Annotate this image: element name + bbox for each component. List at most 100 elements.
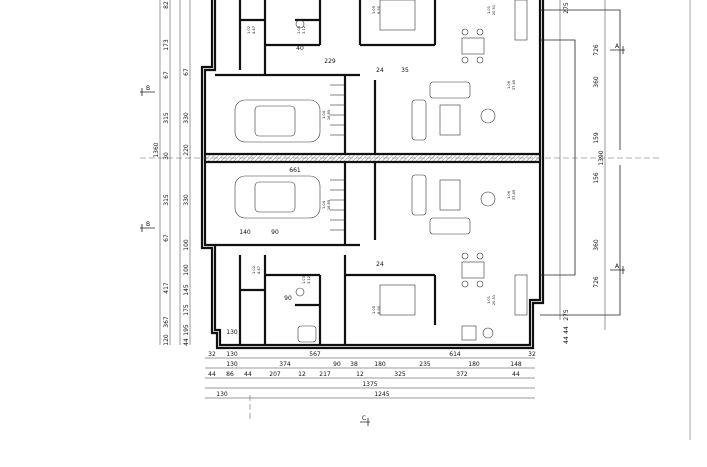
room-label: 1.05 xyxy=(372,6,376,14)
dim-right-inner: 44 xyxy=(563,326,570,334)
dim-right-inner: 44 xyxy=(563,336,570,344)
dim-right-chain: 726 xyxy=(593,276,600,288)
dim-bottom-c: 217 xyxy=(319,371,331,378)
dim-right-chain: 360 xyxy=(593,76,600,88)
dim-bottom-a: 32 xyxy=(528,351,536,358)
dim-left-inner: 100 xyxy=(183,264,190,276)
dim-interior: 24 xyxy=(376,67,384,74)
dim-left-chain: 67 xyxy=(163,71,170,79)
room-area: 4.47 xyxy=(257,266,261,274)
dim-interior: 130 xyxy=(226,329,238,336)
dim-interior: 90 xyxy=(284,295,292,302)
room-area: 16.85 xyxy=(327,200,331,210)
dim-left-chain: 315 xyxy=(163,112,170,124)
dim-bottom-a: 567 xyxy=(309,351,321,358)
section-marker-left-top: B xyxy=(146,85,150,92)
room-area: 3.12 xyxy=(302,26,306,34)
dimension-labels: 1245 1375 32 130 567 614 32 130 374 90 38 180 235 180… xyxy=(153,1,605,398)
dim-left-inner: 330 xyxy=(183,112,190,124)
dim-right-chain: 156 xyxy=(593,172,600,184)
room-label: 1.01 xyxy=(487,6,491,14)
dim-left-inner: 145 xyxy=(183,284,190,296)
section-marker-left-bottom: B xyxy=(146,221,150,228)
dim-left-chain: 367 xyxy=(163,316,170,328)
dim-left-chain: 173 xyxy=(163,39,170,51)
dim-bottom-c: 44 xyxy=(512,371,520,378)
dim-left-inner: 330 xyxy=(183,194,190,206)
dim-left-inner: 195 xyxy=(183,324,190,336)
dim-bottom-c: 86 xyxy=(226,371,234,378)
dim-interior: 35 xyxy=(401,67,409,74)
dim-bottom-b: 374 xyxy=(279,361,291,368)
dim-left-inner: 100 xyxy=(183,239,190,251)
room-area: 20.51 xyxy=(492,5,496,15)
room-label: 1.01 xyxy=(487,296,491,304)
dim-left-chain: 120 xyxy=(163,334,170,346)
dim-bottom-b: 180 xyxy=(468,361,480,368)
dim-interior: 90 xyxy=(271,229,279,236)
section-marker-right-top: A xyxy=(615,43,620,50)
dim-right-inner: 275 xyxy=(563,2,570,14)
dim-interior: 229 xyxy=(324,58,336,65)
dim-bottom-b: 130 xyxy=(226,361,238,368)
dim-interior: 24 xyxy=(376,261,384,268)
building-walls xyxy=(140,0,691,440)
dim-left-inner: 220 xyxy=(183,144,190,156)
dim-bottom-b: 235 xyxy=(419,361,431,368)
dim-bottom-c: 325 xyxy=(394,371,406,378)
room-label: 1.06 xyxy=(507,190,511,199)
dim-bottom-b: 148 xyxy=(510,361,522,368)
dim-left-chain: 417 xyxy=(163,282,170,294)
room-label: 1.02 xyxy=(247,26,251,34)
section-marker-geometry xyxy=(140,46,625,426)
furniture xyxy=(234,0,528,343)
room-label: 1.03 xyxy=(302,276,306,284)
room-area: 37.49 xyxy=(512,189,516,200)
room-area: 16.85 xyxy=(327,110,331,120)
dim-right-chain: 360 xyxy=(593,239,600,251)
dim-left-chain: 82 xyxy=(163,1,170,9)
dim-left-inner: 67 xyxy=(183,68,190,76)
dim-bottom-b: 38 xyxy=(350,361,358,368)
room-label: 1.06 xyxy=(507,80,511,89)
dimension-lines xyxy=(159,0,606,399)
dim-bottom-c: 207 xyxy=(269,371,281,378)
dim-bottom-c: 44 xyxy=(208,371,216,378)
dim-right-chain: 159 xyxy=(593,132,600,144)
section-marker-right-bottom: A xyxy=(615,263,620,270)
dim-bottom-a: 614 xyxy=(449,351,461,358)
dim-bottom-b: 180 xyxy=(374,361,386,368)
dim-left-chain: 67 xyxy=(163,234,170,242)
dim-left-inner: 44 xyxy=(183,338,190,346)
room-label: 1.04 xyxy=(322,200,326,209)
room-label: 1.03 xyxy=(297,26,301,34)
dim-interior: 40 xyxy=(296,45,304,52)
dim-bottom-a: 32 xyxy=(208,351,216,358)
dim-bottom-c: 12 xyxy=(298,371,306,378)
room-area: 3.12 xyxy=(307,276,311,284)
room-area: 37.49 xyxy=(512,79,516,90)
dim-right-inner: 275 xyxy=(563,309,570,321)
dim-bottom-c: 12 xyxy=(356,371,364,378)
dim-left-chain: 315 xyxy=(163,194,170,206)
dim-bottom-c: 44 xyxy=(244,371,252,378)
room-area: 20.51 xyxy=(492,295,496,305)
dim-bottom-a: 130 xyxy=(226,351,238,358)
room-label: 1.02 xyxy=(252,266,256,274)
room-label: 1.04 xyxy=(322,110,326,119)
room-area: 4.47 xyxy=(252,26,256,34)
room-label: 1.05 xyxy=(372,306,376,314)
dim-bottom-overall: 1245 xyxy=(374,391,389,398)
dim-right-overall: 1390 xyxy=(598,150,605,165)
dim-bottom-1375: 1375 xyxy=(362,381,377,388)
room-area: 6.90 xyxy=(377,5,381,14)
dim-left-overall: 1360 xyxy=(153,142,160,157)
dim-bottom-b: 90 xyxy=(333,361,341,368)
dim-left-chain: 30 xyxy=(163,152,170,160)
dim-left-inner: 175 xyxy=(183,304,190,316)
dim-interior: 661 xyxy=(289,167,301,174)
dim-interior: 140 xyxy=(239,229,251,236)
